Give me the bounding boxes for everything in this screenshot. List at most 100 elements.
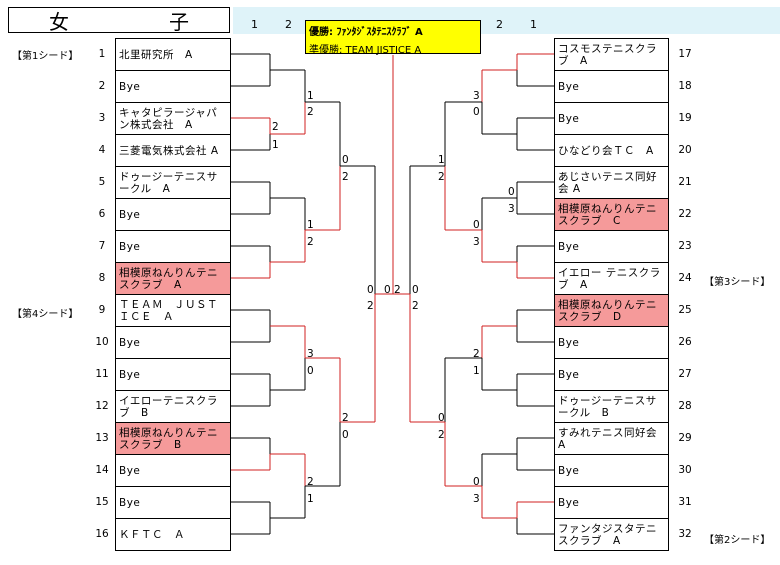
match-score: 2	[342, 171, 349, 183]
match-score: 1	[473, 365, 480, 377]
team-cell: Bye	[115, 199, 231, 231]
team-number: 21	[678, 176, 692, 188]
team-cell: ファンタジスタテニスクラブ A	[554, 519, 669, 551]
match-score: 1	[307, 90, 314, 102]
team-cell: Bye	[554, 359, 669, 391]
match-score: 1	[272, 139, 279, 151]
seed-label: 【第4シード】	[12, 309, 79, 320]
team-cell: Bye	[115, 487, 231, 519]
match-score: 0	[473, 106, 480, 118]
team-number: 26	[678, 336, 692, 348]
round-label: 2	[496, 18, 503, 31]
seed-label: 【第3シード】	[704, 277, 771, 288]
team-cell: ドゥージーテニスサークル A	[115, 167, 231, 199]
team-cell: イエローテニスクラブ B	[115, 391, 231, 423]
team-number: 14	[95, 464, 109, 476]
team-number: 10	[95, 336, 109, 348]
team-cell: Bye	[115, 455, 231, 487]
match-score: 3	[473, 493, 480, 505]
team-cell: Bye	[554, 71, 669, 103]
team-number: 29	[678, 432, 692, 444]
team-cell: Bye	[554, 327, 669, 359]
match-score: 2	[307, 106, 314, 118]
team-number: 9	[98, 304, 106, 316]
team-number: 15	[95, 496, 109, 508]
team-cell: Bye	[554, 103, 669, 135]
team-number: 28	[678, 400, 692, 412]
team-number: 3	[98, 112, 106, 124]
team-cell: Bye	[115, 231, 231, 263]
match-score: 0	[412, 284, 419, 296]
team-number: 4	[98, 144, 106, 156]
team-number: 8	[98, 272, 106, 284]
seed-label: 【第2シード】	[704, 535, 771, 546]
team-number: 22	[678, 208, 692, 220]
match-score: 0	[508, 186, 515, 198]
team-cell: Bye	[115, 327, 231, 359]
match-score: 2	[412, 300, 419, 312]
team-cell: Bye	[554, 487, 669, 519]
team-number: 1	[98, 48, 106, 60]
team-number: 13	[95, 432, 109, 444]
team-number: 19	[678, 112, 692, 124]
team-cell: すみれテニス同好会 A	[554, 423, 669, 455]
seed-label: 【第1シード】	[12, 51, 79, 62]
team-number: 23	[678, 240, 692, 252]
match-score: 3	[307, 348, 314, 360]
team-number: 18	[678, 80, 692, 92]
team-number: 25	[678, 304, 692, 316]
team-cell: コスモステニスクラブ A	[554, 38, 669, 71]
team-number: 11	[95, 368, 109, 380]
round-label: 1	[251, 18, 258, 31]
team-cell: Bye	[554, 231, 669, 263]
team-number: 12	[95, 400, 109, 412]
team-cell: Bye	[554, 455, 669, 487]
match-score: 2	[394, 284, 401, 296]
team-cell: あじさいテニス同好会 A	[554, 167, 669, 199]
match-score: 2	[438, 171, 445, 183]
match-score: 2	[272, 121, 279, 133]
team-number: 31	[678, 496, 692, 508]
team-cell: 相模原ねんりんテニスクラブ B	[115, 423, 231, 455]
match-score: 2	[307, 236, 314, 248]
match-score: 3	[473, 236, 480, 248]
match-score: 2	[307, 476, 314, 488]
team-cell: 北里研究所 A	[115, 38, 231, 71]
team-number: 5	[98, 176, 106, 188]
team-cell: 相模原ねんりんテニスクラブ A	[115, 263, 231, 295]
team-number: 24	[678, 272, 692, 284]
match-score: 2	[342, 412, 349, 424]
match-score: 0	[384, 284, 391, 296]
winner-label: 優勝: ﾌｧﾝﾀｼﾞｽﾀﾃﾆｽｸﾗﾌﾞ A	[309, 27, 423, 38]
team-cell: 相模原ねんりんテニスクラブ C	[554, 199, 669, 231]
match-score: 0	[438, 412, 445, 424]
team-cell: Bye	[115, 71, 231, 103]
team-number: 6	[98, 208, 106, 220]
team-cell: ドゥージーテニスサークル B	[554, 391, 669, 423]
round-label: 1	[530, 18, 537, 31]
team-number: 20	[678, 144, 692, 156]
team-number: 32	[678, 528, 692, 540]
team-number: 27	[678, 368, 692, 380]
team-number: 2	[98, 80, 106, 92]
match-score: 0	[307, 365, 314, 377]
match-score: 0	[473, 219, 480, 231]
match-score: 3	[508, 203, 515, 215]
match-score: 0	[342, 429, 349, 441]
match-score: 0	[367, 284, 374, 296]
team-cell: 三菱電気株式会社 A	[115, 135, 231, 167]
team-cell: ＫＦＴＣ Ａ	[115, 519, 231, 551]
page-title: 女 子	[8, 7, 230, 34]
team-number: 7	[98, 240, 106, 252]
team-cell: キャタピラージャパン株式会社 A	[115, 103, 231, 135]
team-number: 30	[678, 464, 692, 476]
match-score: 2	[367, 300, 374, 312]
runner-up-label: 準優勝: TEAM JISTICE A	[309, 45, 422, 56]
match-score: 3	[473, 90, 480, 102]
team-number: 17	[678, 48, 692, 60]
team-cell: Bye	[115, 359, 231, 391]
team-cell: ＴＥＡＭ ＪＵＳＴＩＣＥ Ａ	[115, 295, 231, 327]
team-cell: ひなどり会ＴＣ A	[554, 135, 669, 167]
match-score: 1	[438, 154, 445, 166]
